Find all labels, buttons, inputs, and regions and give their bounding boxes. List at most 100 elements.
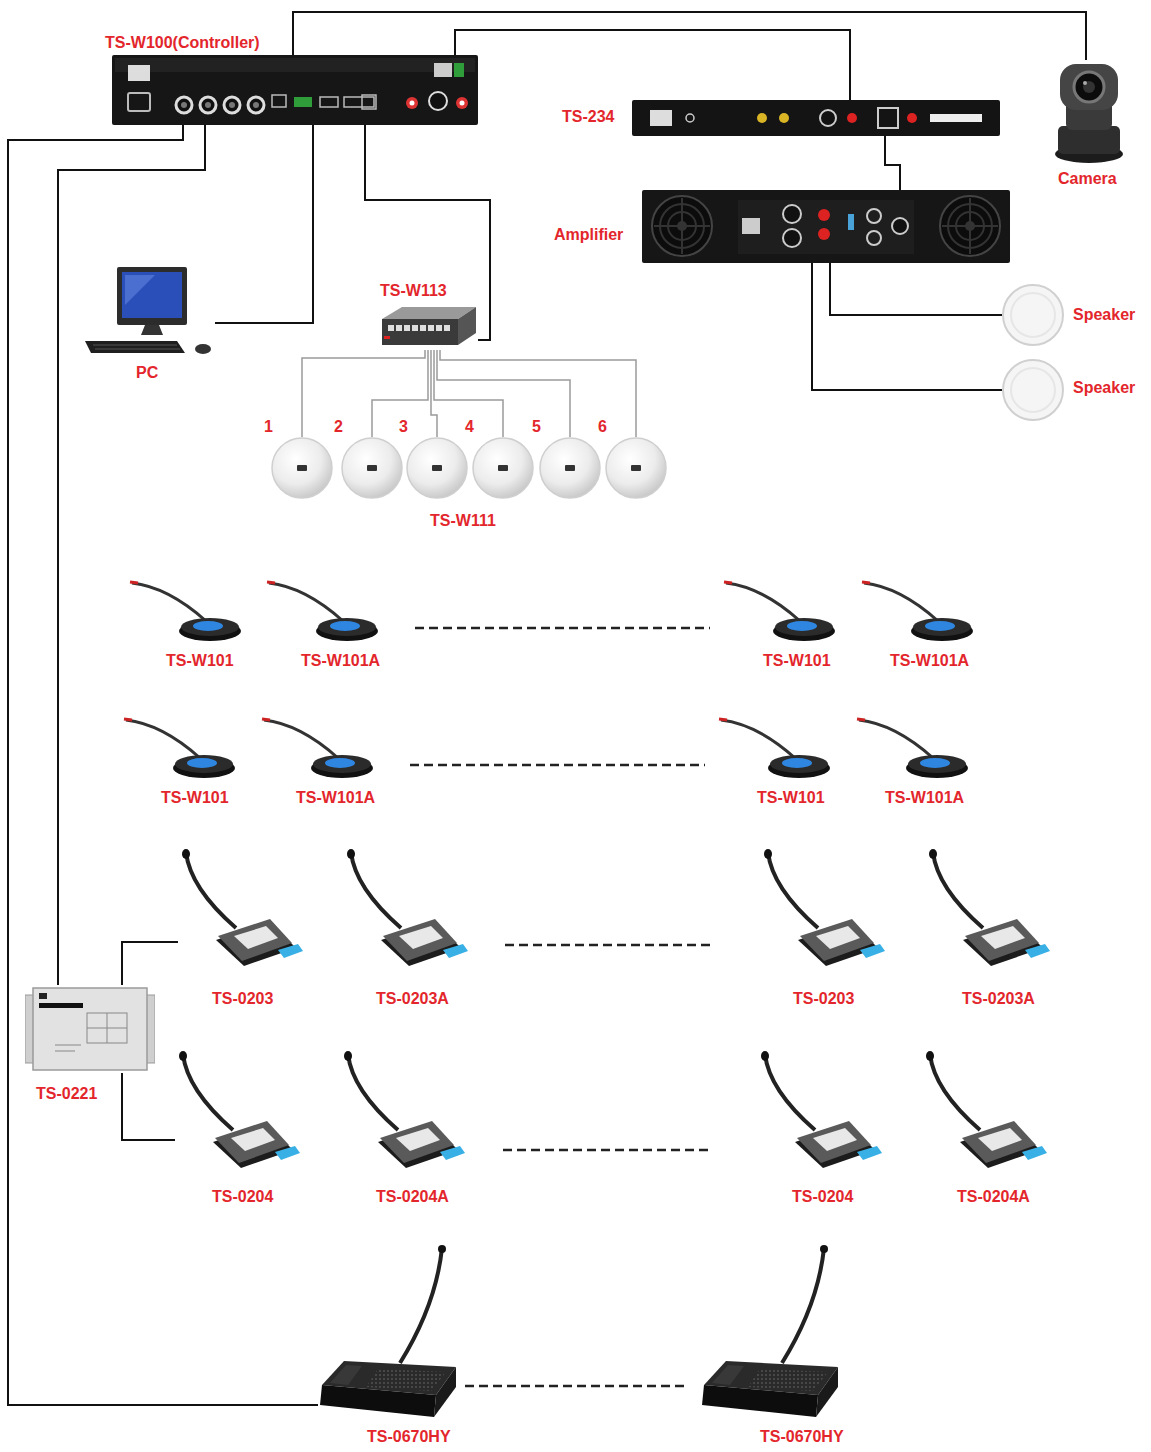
- cable: [122, 942, 178, 985]
- device-label: TS-0203A: [376, 990, 449, 1007]
- label-holder: TS-W101: [166, 652, 234, 670]
- label-holder: 1: [264, 418, 273, 436]
- device-label: TS-W101A: [296, 789, 375, 806]
- label-holder: TS-W113: [380, 282, 447, 300]
- cable: [122, 1073, 175, 1140]
- dashed-line: [415, 627, 710, 630]
- device-picture: [1002, 358, 1064, 422]
- ceiling-microphone: 3: [406, 437, 468, 499]
- device-label: TS-W100(Controller): [105, 34, 260, 51]
- ceiling-speaker: Speaker: [1002, 358, 1064, 422]
- ceiling-microphone: 2: [341, 437, 403, 499]
- device-picture: [112, 55, 478, 125]
- cable: [58, 125, 205, 985]
- cable: [293, 12, 1086, 60]
- wireless-microphone: TS-W101: [122, 714, 237, 779]
- label-holder: TS-0203A: [376, 990, 449, 1008]
- device-picture: [925, 848, 1050, 966]
- dashed-line: [410, 764, 705, 767]
- cable: [434, 350, 503, 437]
- device-picture: [341, 437, 403, 499]
- chairman-console: TS-0670HY: [318, 1245, 458, 1420]
- device-label: Camera: [1058, 170, 1117, 187]
- controller-unit: TS-W100(Controller): [112, 55, 478, 125]
- label-holder: TS-W101: [161, 789, 229, 807]
- device-picture: [260, 714, 375, 779]
- label-holder: Speaker: [1073, 306, 1135, 324]
- label-holder: TS-W101: [763, 652, 831, 670]
- device-picture: [122, 714, 237, 779]
- device-label: 1: [264, 418, 273, 435]
- label-holder: TS-0204A: [957, 1188, 1030, 1206]
- ceiling-microphone: 1: [271, 437, 333, 499]
- device-picture: [855, 714, 970, 779]
- label-holder: TS-W111: [430, 512, 496, 530]
- network-switch: TS-W113: [380, 305, 478, 350]
- device-picture: [717, 714, 832, 779]
- wireless-microphone: TS-W101A: [860, 577, 975, 642]
- cable: [885, 136, 900, 190]
- device-picture: [265, 577, 380, 642]
- device-label: Speaker: [1073, 306, 1135, 323]
- device-picture: [605, 437, 667, 499]
- device-label: TS-0221: [36, 1085, 97, 1102]
- cable: [372, 350, 428, 437]
- cable: [215, 125, 313, 323]
- cable: [302, 350, 425, 437]
- ceiling-microphone: 5: [539, 437, 601, 499]
- device-picture: [1002, 283, 1064, 347]
- device-label: TS-0204: [212, 1188, 273, 1205]
- dashed-line: [505, 944, 715, 947]
- delegate-unit: TS-0204: [757, 1050, 882, 1168]
- device-label: 3: [399, 418, 408, 435]
- device-picture: [271, 437, 333, 499]
- cable: [440, 350, 636, 437]
- dashed-line: [503, 1149, 712, 1152]
- device-label: 6: [598, 418, 607, 435]
- label-holder: TS-0203A: [962, 990, 1035, 1008]
- delegate-unit: TS-0203A: [343, 848, 468, 966]
- device-picture: [318, 1245, 458, 1420]
- label-holder: TS-0204: [792, 1188, 853, 1206]
- device-label: TS-0670HY: [760, 1428, 844, 1445]
- label-holder: 6: [598, 418, 607, 436]
- delegate-unit: TS-0204: [175, 1050, 300, 1168]
- label-holder: TS-0670HY: [367, 1428, 451, 1446]
- group-label: TS-W111: [430, 512, 496, 529]
- label-holder: PC: [136, 364, 158, 382]
- wireless-microphone: TS-W101: [128, 577, 243, 642]
- device-label: TS-W101: [763, 652, 831, 669]
- label-holder: 4: [465, 418, 474, 436]
- delegate-unit: TS-0203: [178, 848, 303, 966]
- device-label: TS-W101A: [890, 652, 969, 669]
- wireless-microphone: TS-W101A: [855, 714, 970, 779]
- label-holder: TS-W101A: [885, 789, 964, 807]
- device-picture: [340, 1050, 465, 1168]
- device-label: TS-234: [562, 108, 614, 125]
- extension-box: TS-0221: [25, 985, 155, 1073]
- device-picture: [343, 848, 468, 966]
- device-picture: [642, 190, 1010, 263]
- device-label: 2: [334, 418, 343, 435]
- device-picture: [380, 305, 478, 350]
- device-picture: [1050, 60, 1128, 165]
- device-label: TS-W101: [757, 789, 825, 806]
- device-picture: [406, 437, 468, 499]
- label-holder: TS-W101A: [296, 789, 375, 807]
- label-holder: 5: [532, 418, 541, 436]
- device-picture: [760, 848, 885, 966]
- device-label: Amplifier: [554, 226, 623, 243]
- device-label: TS-W101A: [301, 652, 380, 669]
- device-picture: [128, 577, 243, 642]
- ceiling-microphone: 6: [605, 437, 667, 499]
- ceiling-speaker: Speaker: [1002, 283, 1064, 347]
- delegate-unit: TS-0203: [760, 848, 885, 966]
- device-picture: [860, 577, 975, 642]
- device-label: TS-W101: [166, 652, 234, 669]
- cable: [437, 350, 570, 437]
- device-picture: [700, 1245, 840, 1420]
- label-holder: TS-0670HY: [760, 1428, 844, 1446]
- label-holder: TS-0204: [212, 1188, 273, 1206]
- power-amplifier: Amplifier: [642, 190, 1010, 263]
- device-label: 5: [532, 418, 541, 435]
